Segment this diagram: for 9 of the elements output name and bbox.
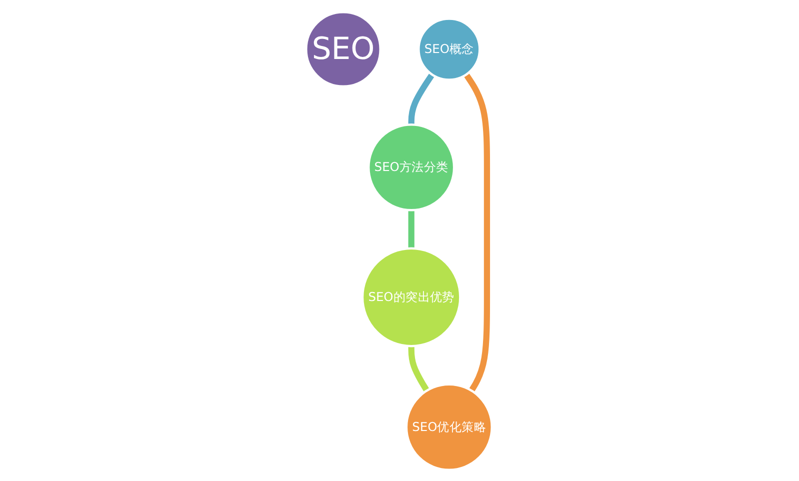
node-circle: SEO优化策略 (406, 382, 494, 471)
node-circle: SEO的突出优势 (362, 246, 462, 347)
connector (408, 72, 436, 124)
connector (408, 346, 430, 392)
connector (464, 72, 491, 392)
node-circle: SEO概念 (418, 17, 482, 80)
connector (408, 210, 415, 248)
node-circle: SEO方法分类 (368, 122, 456, 211)
node-circle: SEO (305, 10, 382, 88)
